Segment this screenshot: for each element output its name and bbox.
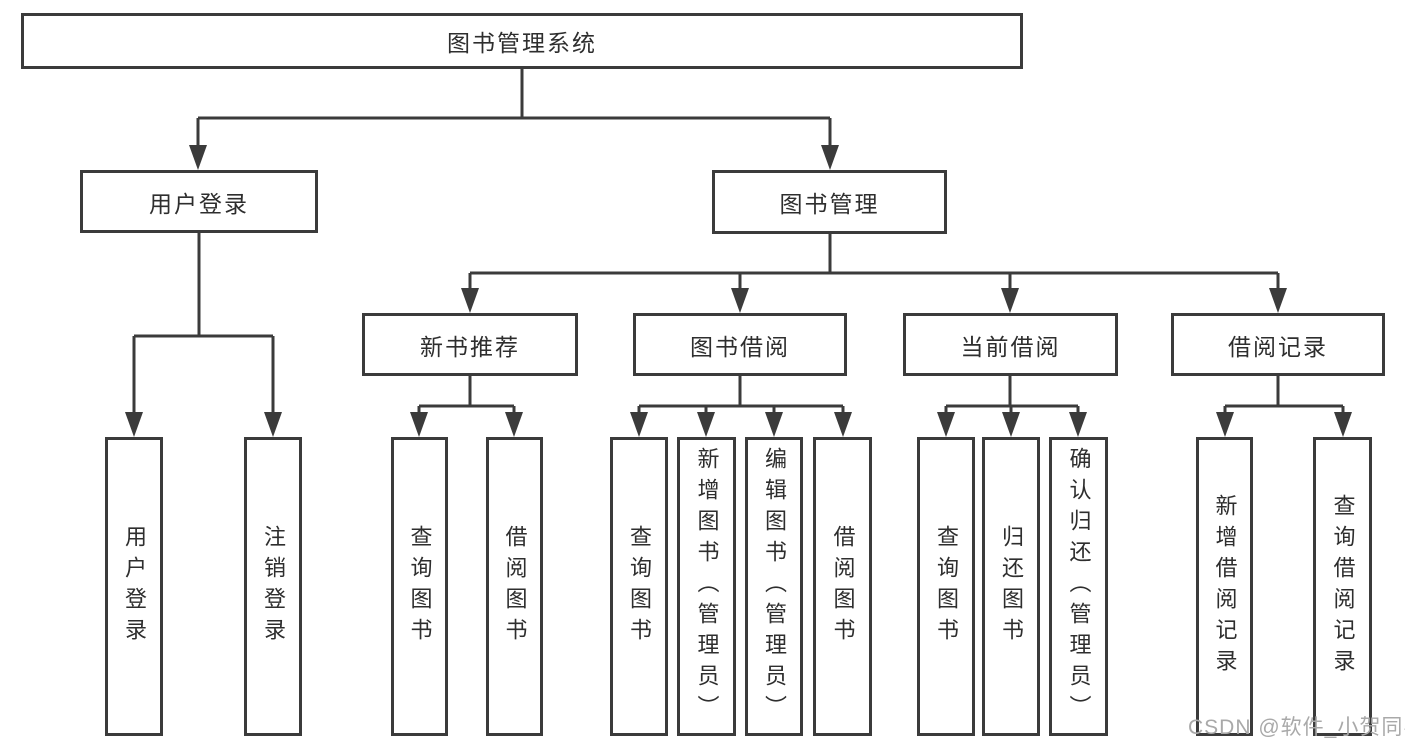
arrowheads [125, 145, 1352, 437]
node-current-borrowing: 当前借阅 [903, 313, 1118, 376]
arrow-icon [1334, 412, 1352, 437]
arrow-icon [505, 412, 523, 437]
node-new-book-recommendation: 新书推荐 [362, 313, 578, 376]
leaf-add-borrow-record: 新增借阅记录 [1196, 437, 1253, 736]
arrow-icon [731, 288, 749, 313]
node-book-borrowing: 图书借阅 [633, 313, 847, 376]
leaf-query-books-borrowing: 查询图书 [610, 437, 668, 736]
watermark-text: CSDN @软件_小贺同学 [1188, 716, 1405, 739]
leaf-borrow-books-borrowing: 借阅图书 [813, 437, 872, 736]
connector-book-borrowing [637, 376, 845, 414]
arrow-icon [1269, 288, 1287, 313]
arrow-icon [264, 412, 282, 437]
arrow-icon [697, 412, 715, 437]
leaf-query-borrow-record: 查询借阅记录 [1313, 437, 1372, 736]
arrow-icon [937, 412, 955, 437]
leaf-edit-books-admin: 编辑图书（管理员） [745, 437, 803, 736]
node-library-management-system: 图书管理系统 [21, 13, 1023, 69]
connector-borrowing-records [1223, 376, 1345, 414]
arrow-icon [765, 412, 783, 437]
leaf-user-login: 用户登录 [105, 437, 163, 736]
arrow-icon [1069, 412, 1087, 437]
arrow-icon [1002, 412, 1020, 437]
leaf-return-books: 归还图书 [982, 437, 1040, 736]
connector-book-management [468, 234, 1280, 290]
leaf-logout-login: 注销登录 [244, 437, 302, 736]
leaf-query-books-recommend: 查询图书 [391, 437, 448, 736]
connector-user-login [132, 233, 275, 414]
leaf-query-books-current: 查询图书 [917, 437, 975, 736]
arrow-icon [1001, 288, 1019, 313]
arrow-icon [1216, 412, 1234, 437]
connector-new-book-recommendation [417, 376, 516, 414]
leaf-confirm-return-admin: 确认归还（管理员） [1049, 437, 1108, 736]
arrow-icon [461, 288, 479, 313]
node-user-login: 用户登录 [80, 170, 318, 233]
arrow-icon [410, 412, 428, 437]
connector-current-borrowing [944, 376, 1080, 414]
node-book-management: 图书管理 [712, 170, 947, 234]
arrow-icon [834, 412, 852, 437]
node-borrowing-records: 借阅记录 [1171, 313, 1385, 376]
arrow-icon [125, 412, 143, 437]
arrow-icon [189, 145, 207, 170]
arrow-icon [821, 145, 839, 170]
arrow-icon [630, 412, 648, 437]
connector-root [196, 69, 832, 147]
leaf-add-books-admin: 新增图书（管理员） [677, 437, 736, 736]
leaf-borrow-books-recommend: 借阅图书 [486, 437, 543, 736]
